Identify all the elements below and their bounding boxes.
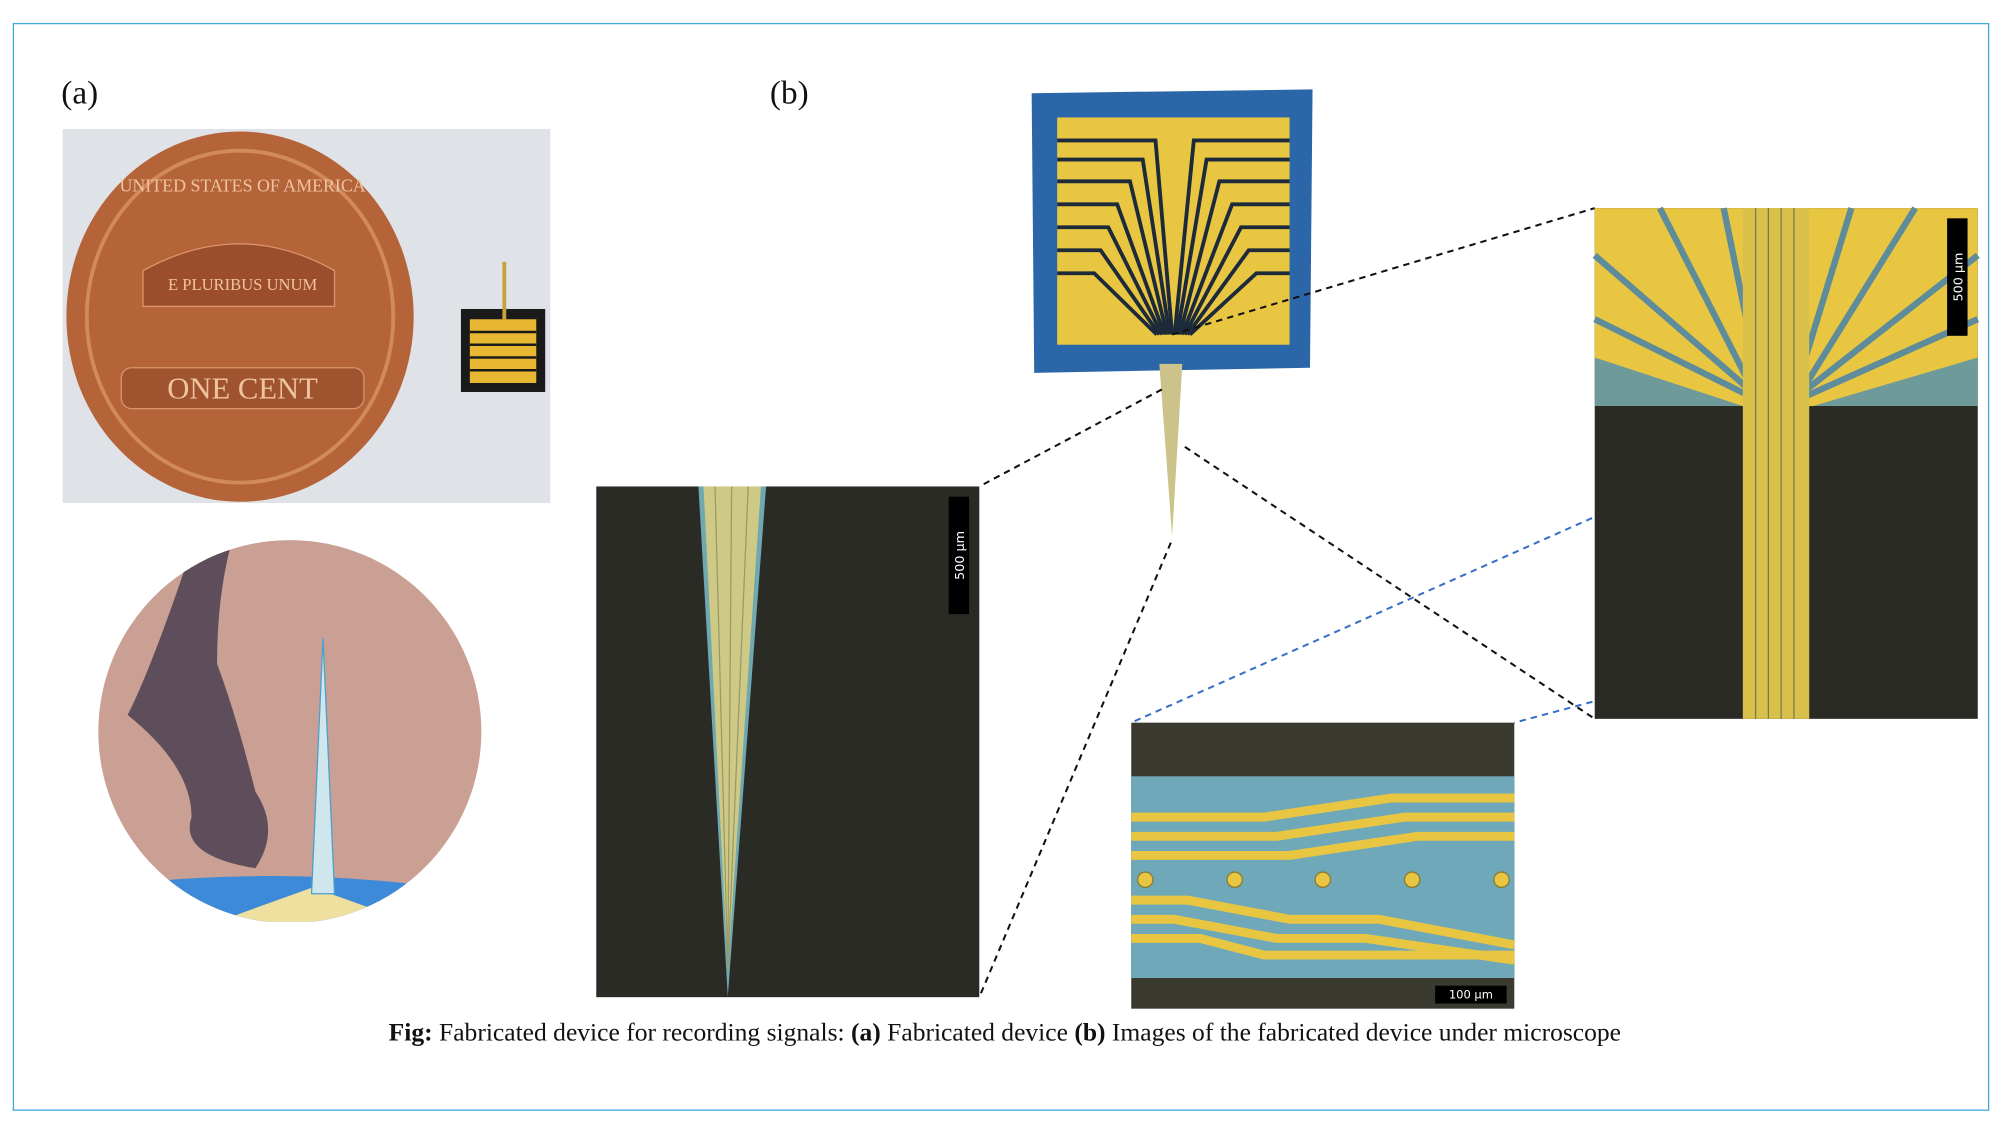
caption-a: (a) (850, 1018, 881, 1047)
zoom-connectors (978, 207, 1596, 998)
needle-on-coin-photo (98, 540, 482, 924)
caption-b: (b) (1074, 1018, 1106, 1047)
penny-photo: E PLURIBUS UNUM ONE CENT UNITED STATES O… (62, 128, 551, 504)
caption-text-1: Fabricated device for recording signals: (432, 1018, 851, 1047)
caption-text-3: Images of the fabricated device under mi… (1105, 1018, 1621, 1047)
caption-text-2: Fabricated device (880, 1018, 1075, 1047)
figure-frame (12, 22, 1990, 1111)
shank-base-micrograph: 500 µm (1592, 206, 1980, 719)
needle-tip-micrograph: 500 µm (596, 486, 980, 998)
penny-motto: E PLURIBUS UNUM (168, 275, 317, 294)
device-chip-photo (1031, 89, 1313, 537)
scalebar-right: 500 µm (1951, 253, 1966, 302)
penny-legend: UNITED STATES OF AMERICA (120, 176, 366, 196)
caption-prefix: Fig: (388, 1018, 433, 1047)
scalebar-bottom: 100 µm (1449, 987, 1493, 1001)
figure-caption: Fig: Fabricated device for recording sig… (0, 1019, 2002, 1048)
panel-b-label: (b) (769, 74, 809, 112)
penny-one-cent: ONE CENT (167, 371, 318, 405)
traces-micrograph: 100 µm (1131, 722, 1516, 1009)
scalebar-left: 500 µm (953, 531, 968, 580)
panel-a-label: (a) (61, 74, 99, 112)
